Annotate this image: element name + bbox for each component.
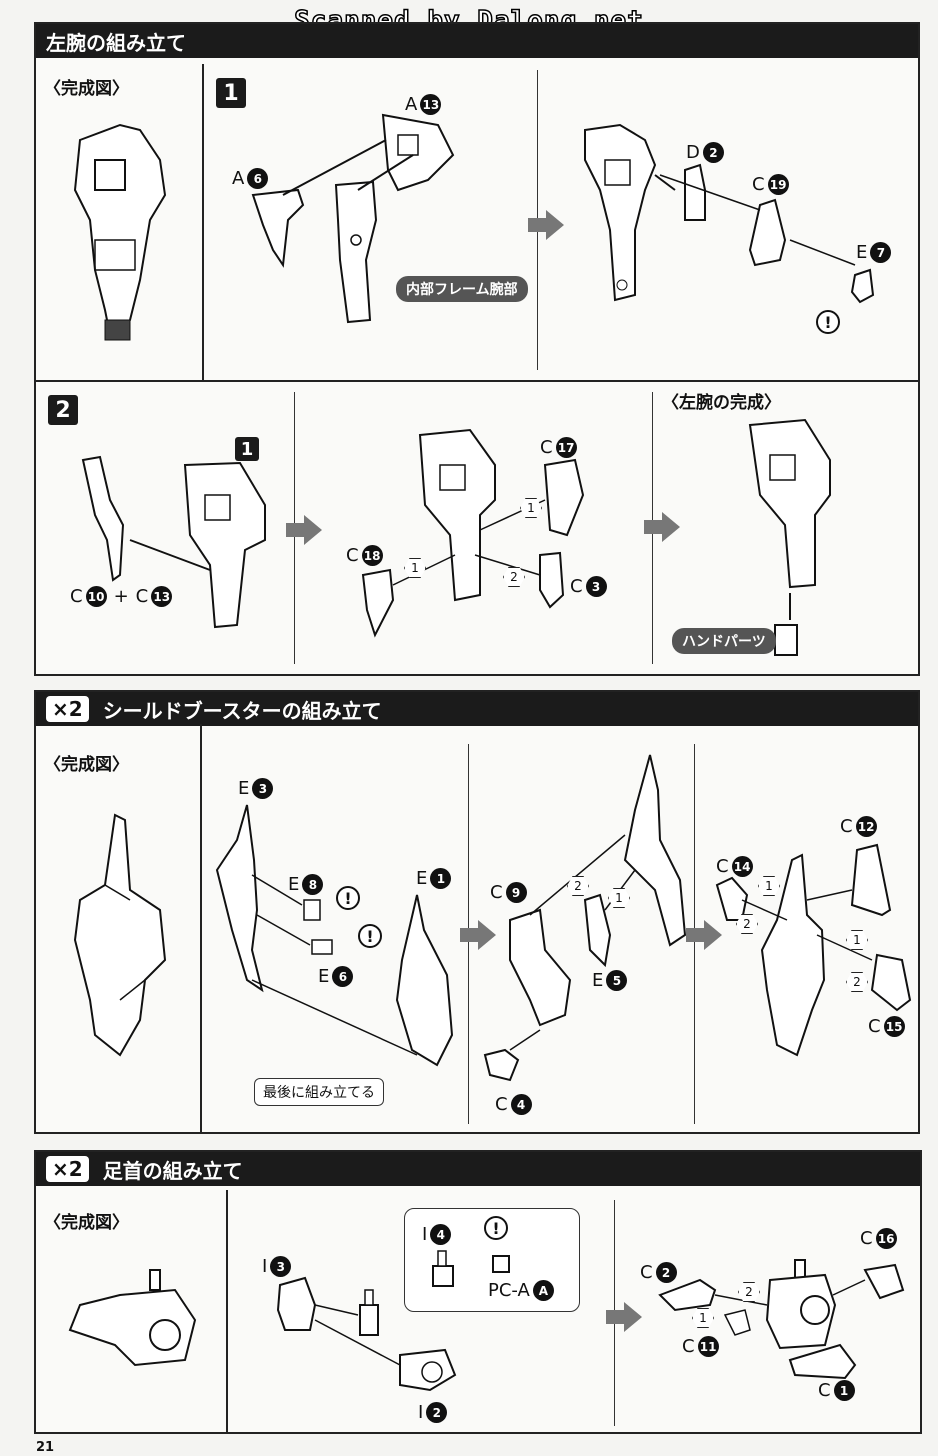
shield-booster-section: ×2 シールドブースターの組み立て <box>34 690 920 1134</box>
quantity-badge: ×2 <box>46 696 89 722</box>
order-marker: 2 <box>503 567 525 587</box>
complete-label: 〈完成図〉 <box>44 1213 129 1233</box>
arrow-right-icon <box>528 210 564 240</box>
ankle-header: ×2 足首の組み立て <box>36 1152 920 1186</box>
step1-result-illustration <box>584 123 875 304</box>
ankle-step2-illustration <box>658 1259 905 1380</box>
shield-step3-illustration <box>715 843 912 1057</box>
ankle-complete-illustration <box>68 1269 197 1367</box>
caution-icon: ! <box>336 886 360 910</box>
shield-booster-title: シールドブースターの組み立て <box>102 698 382 723</box>
arrow-right-icon <box>460 920 496 950</box>
caution-icon: ! <box>358 924 382 948</box>
left-arm-done-label: 〈左腕の完成〉 <box>662 393 781 413</box>
left-arm-title: 左腕の組み立て <box>46 30 186 55</box>
divider <box>202 64 204 382</box>
assemble-last-note: 最後に組み立てる <box>254 1078 384 1106</box>
inner-frame-label: 内部フレーム腕部 <box>396 276 528 302</box>
ankle-step1-illustration <box>276 1276 457 1392</box>
complete-label: 〈完成図〉 <box>44 79 129 99</box>
divider <box>226 1190 228 1434</box>
step-number: 1 <box>216 78 246 108</box>
ankle-subassembly-illustration <box>432 1250 510 1287</box>
shield-step1-illustration <box>215 804 454 1067</box>
step1-parts-illustration <box>251 113 455 324</box>
shield-booster-complete-illustration <box>73 813 167 1057</box>
shield-step2-illustration <box>483 754 687 1082</box>
shield-booster-header: ×2 シールドブースターの組み立て <box>36 692 918 726</box>
complete-label: 〈完成図〉 <box>44 755 129 775</box>
order-marker: 2 <box>846 972 868 992</box>
step2-assembly-illustration <box>361 428 585 638</box>
divider <box>34 380 920 382</box>
order-marker: 2 <box>567 876 589 896</box>
ankle-section: ×2 足首の組み立て <box>34 1150 922 1434</box>
page-number: 21 <box>36 1440 55 1455</box>
order-marker: 1 <box>846 930 868 950</box>
order-marker: 1 <box>608 888 630 908</box>
arrow-right-icon <box>286 515 322 545</box>
order-marker: 1 <box>758 876 780 896</box>
order-marker: 2 <box>736 914 758 934</box>
step-number: 2 <box>48 395 78 425</box>
left-arm-header: 左腕の組み立て <box>36 24 918 58</box>
left-arm-complete-illustration <box>73 123 167 341</box>
step2-parts-illustration <box>81 455 266 629</box>
hand-parts-label: ハンドパーツ <box>672 628 776 654</box>
caution-icon: ! <box>816 310 840 334</box>
order-marker: 1 <box>520 498 542 518</box>
caution-icon: ! <box>484 1216 508 1240</box>
arrow-right-icon <box>606 1302 642 1332</box>
quantity-badge: ×2 <box>46 1156 89 1182</box>
arrow-right-icon <box>644 512 680 542</box>
step-reference-badge: 1 <box>235 437 259 461</box>
divider <box>200 724 202 1132</box>
left-arm-section: 左腕の組み立て <box>34 22 920 676</box>
left-arm-done-illustration <box>748 418 831 656</box>
order-marker: 2 <box>738 1282 760 1302</box>
arrow-right-icon <box>686 920 722 950</box>
order-marker: 1 <box>404 558 426 578</box>
ankle-title: 足首の組み立て <box>102 1158 243 1183</box>
order-marker: 1 <box>692 1308 714 1328</box>
